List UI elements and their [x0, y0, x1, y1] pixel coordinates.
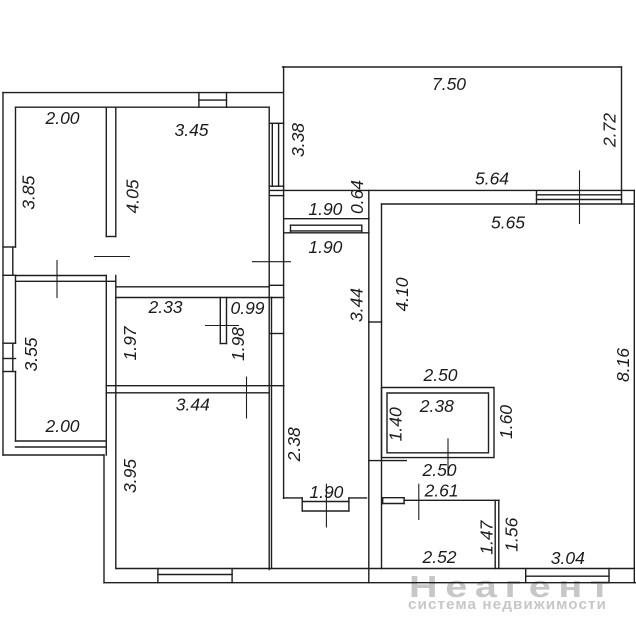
- svg-text:2.38: 2.38: [419, 396, 454, 416]
- svg-text:1.47: 1.47: [477, 519, 497, 554]
- svg-text:0.64: 0.64: [347, 180, 367, 214]
- svg-text:2.50: 2.50: [421, 460, 456, 480]
- svg-text:Неагент: Неагент: [409, 569, 617, 604]
- svg-text:2.61: 2.61: [424, 480, 459, 500]
- svg-text:3.95: 3.95: [120, 459, 140, 493]
- svg-text:1.98: 1.98: [228, 327, 248, 361]
- svg-text:1.90: 1.90: [308, 199, 342, 219]
- svg-text:7.50: 7.50: [432, 74, 466, 94]
- svg-text:3.55: 3.55: [21, 337, 41, 371]
- svg-text:2.50: 2.50: [422, 365, 457, 385]
- svg-text:8.16: 8.16: [613, 348, 633, 382]
- svg-text:3.44: 3.44: [176, 394, 210, 414]
- svg-text:4.05: 4.05: [123, 179, 143, 213]
- svg-text:5.64: 5.64: [475, 169, 509, 189]
- svg-text:5.65: 5.65: [491, 212, 525, 232]
- svg-text:2.52: 2.52: [421, 547, 456, 567]
- svg-text:2.38: 2.38: [284, 427, 304, 462]
- svg-text:1.90: 1.90: [308, 237, 342, 257]
- svg-text:3.85: 3.85: [19, 175, 39, 209]
- svg-text:0.99: 0.99: [230, 298, 264, 318]
- svg-text:2.00: 2.00: [44, 416, 79, 436]
- svg-text:система недвижимости: система недвижимости: [408, 597, 607, 613]
- svg-text:3.04: 3.04: [551, 548, 585, 568]
- svg-text:2.72: 2.72: [600, 113, 620, 148]
- svg-text:1.60: 1.60: [496, 405, 516, 439]
- svg-text:1.56: 1.56: [502, 517, 522, 551]
- svg-text:3.44: 3.44: [347, 288, 367, 322]
- svg-text:3.38: 3.38: [288, 123, 308, 157]
- svg-text:4.10: 4.10: [392, 277, 412, 311]
- svg-text:2.00: 2.00: [44, 108, 79, 128]
- svg-text:1.90: 1.90: [309, 482, 343, 502]
- svg-text:2.33: 2.33: [147, 297, 182, 317]
- svg-text:1.40: 1.40: [386, 407, 406, 441]
- svg-text:3.45: 3.45: [174, 120, 208, 140]
- svg-text:1.97: 1.97: [120, 325, 140, 360]
